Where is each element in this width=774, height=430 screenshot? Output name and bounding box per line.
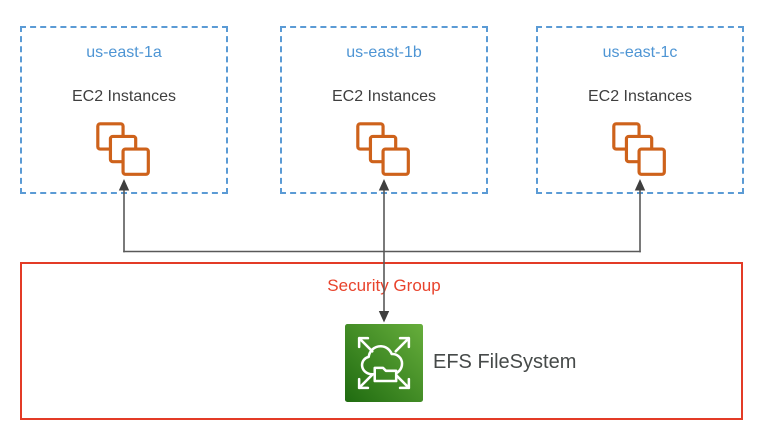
folder-icon — [373, 366, 398, 383]
efs-arrow-bottom-right-icon — [394, 373, 411, 390]
zone-b-ec2-label: EC2 Instances — [331, 88, 437, 105]
efs-arrow-top-right-icon — [394, 336, 411, 353]
ec2-instances-icon — [612, 122, 666, 176]
efs-filesystem-label: EFS FileSystem — [433, 351, 577, 373]
availability-zone-b: us-east-1b EC2 Instances — [280, 26, 488, 194]
zone-c-title: us-east-1c — [602, 44, 678, 61]
zone-a-title: us-east-1a — [86, 44, 162, 61]
efs-filesystem-icon — [345, 324, 423, 402]
efs-arrow-bottom-left-icon — [357, 373, 374, 390]
ec2-instances-icon — [356, 122, 410, 176]
zone-a-ec2-label: EC2 Instances — [71, 88, 177, 105]
ec2-instances-icon — [96, 122, 150, 176]
cloud-icon — [360, 344, 404, 376]
zone-c-ec2-label: EC2 Instances — [587, 88, 693, 105]
zone-b-title: us-east-1b — [346, 44, 422, 61]
efs-arrow-top-left-icon — [357, 336, 374, 353]
availability-zone-c: us-east-1c EC2 Instances — [536, 26, 744, 194]
availability-zone-a: us-east-1a EC2 Instances — [20, 26, 228, 194]
security-group-label: Security Group — [327, 276, 441, 295]
